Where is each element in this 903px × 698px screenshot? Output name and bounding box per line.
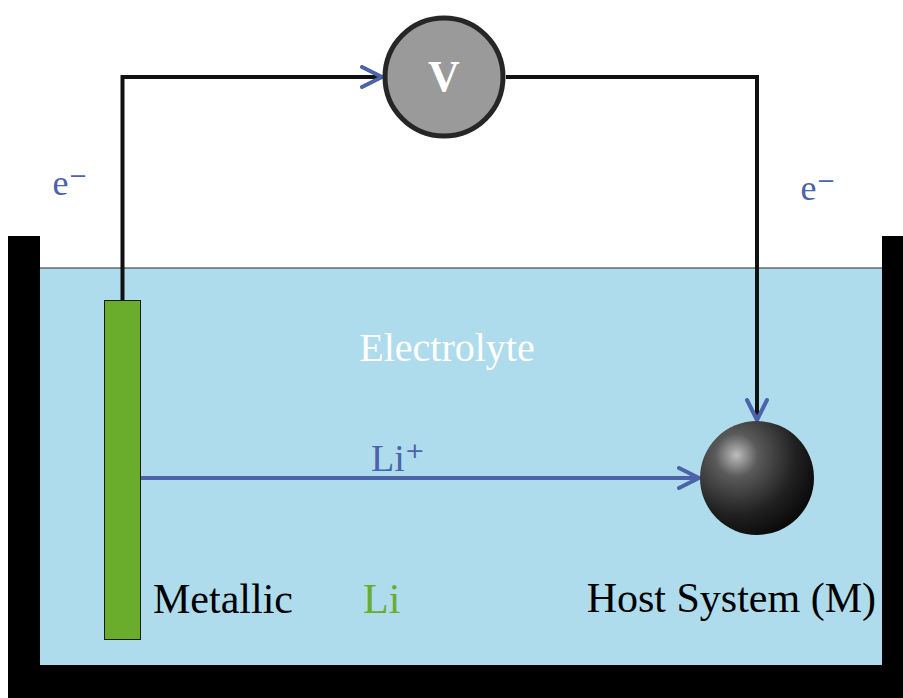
host-sphere: Host System (M): [699, 420, 815, 536]
voltmeter: V: [382, 15, 506, 139]
electron-label: e⁻: [801, 170, 836, 206]
voltmeter-symbol: V: [428, 55, 460, 99]
ion-label: Li⁺: [371, 439, 425, 477]
cell-container: [8, 236, 903, 698]
host-label: Host System (M): [587, 577, 876, 619]
electrode-label: Metallic: [153, 578, 293, 620]
external-wire: [506, 77, 757, 420]
external-wire: [123, 77, 383, 300]
lithium-electrode: MetallicLi: [104, 300, 141, 640]
electrolyte-region: MetallicLiHost System (M)Electrolyte: [40, 268, 882, 665]
host-sphere-outline: [699, 420, 815, 536]
electrolyte-label: Electrolyte: [359, 328, 534, 368]
electron-label: e⁻: [53, 165, 88, 201]
electrode-element: Li: [363, 578, 400, 620]
